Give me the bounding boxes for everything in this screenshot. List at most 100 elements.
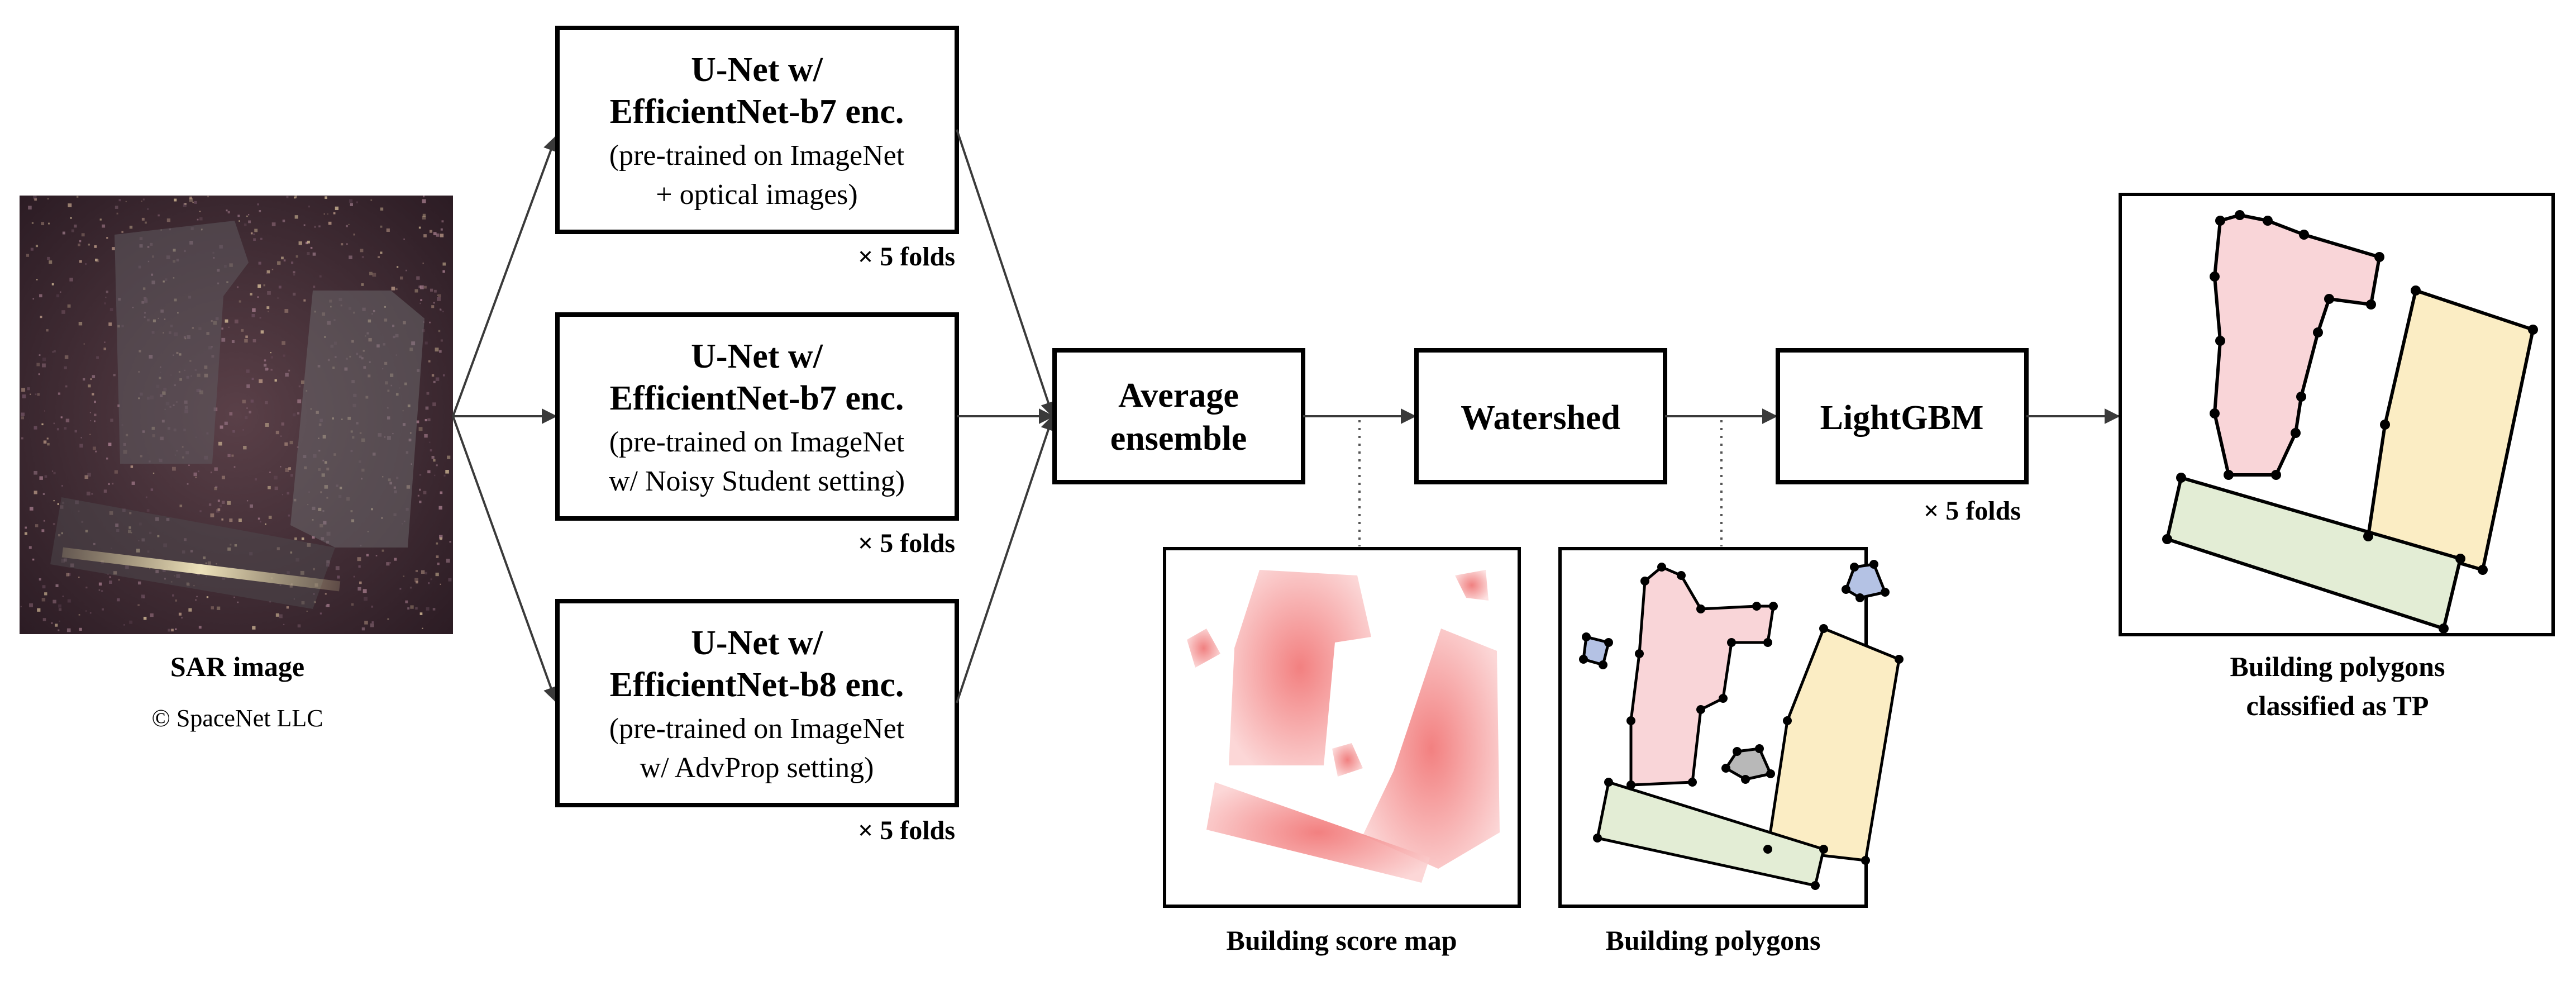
speckle xyxy=(131,481,135,485)
speckle xyxy=(298,241,302,245)
model-3-title-line1: U-Net w/ xyxy=(691,624,823,662)
speckle xyxy=(93,413,97,417)
speckle xyxy=(53,422,55,425)
speckle xyxy=(231,454,234,457)
vertex-dot xyxy=(1593,834,1602,843)
speckle xyxy=(52,351,54,353)
speckle xyxy=(266,273,268,274)
score-building-right xyxy=(1363,629,1500,869)
speckle xyxy=(59,291,61,293)
speckle xyxy=(39,476,43,480)
speckle xyxy=(66,573,70,577)
vertex-dot xyxy=(2291,428,2301,438)
speckle xyxy=(27,387,30,391)
speckle xyxy=(34,426,37,430)
speckle xyxy=(253,238,256,241)
speckle xyxy=(428,582,430,584)
speckle xyxy=(416,276,420,280)
speckle xyxy=(92,393,94,396)
speckle xyxy=(92,375,96,378)
speckle xyxy=(351,603,354,606)
speckle xyxy=(427,418,431,421)
model-2-title-line2: EfficientNet-b7 enc. xyxy=(610,379,904,417)
speckle xyxy=(361,256,364,259)
speckle xyxy=(370,199,373,201)
vertex-dot xyxy=(2478,565,2488,575)
speckle xyxy=(325,605,328,607)
speckle xyxy=(236,286,239,288)
speckle xyxy=(89,412,91,413)
vertex-dot xyxy=(2380,420,2390,430)
speckle xyxy=(254,229,258,232)
speckle xyxy=(42,618,46,621)
speckle xyxy=(85,610,87,612)
speckle xyxy=(150,488,154,491)
speckle xyxy=(197,470,199,473)
speckle xyxy=(327,213,328,215)
speckle xyxy=(440,583,441,586)
speckle xyxy=(95,258,98,261)
speckle xyxy=(244,223,247,226)
speckle xyxy=(424,572,427,575)
speckle xyxy=(64,366,67,369)
speckle xyxy=(125,201,127,202)
speckle xyxy=(293,292,296,296)
speckle xyxy=(94,401,96,403)
speckle xyxy=(43,520,45,522)
vertex-dot xyxy=(2210,408,2220,418)
building-polygons-panel xyxy=(1558,547,1904,908)
speckle xyxy=(274,379,277,382)
speckle xyxy=(361,627,365,631)
speckle xyxy=(146,509,150,512)
speckle xyxy=(237,215,240,217)
speckle xyxy=(369,272,373,275)
speckle xyxy=(435,377,440,381)
speckle xyxy=(429,321,431,323)
speckle xyxy=(88,384,91,388)
speckle xyxy=(67,599,71,603)
speckle xyxy=(109,308,113,311)
speckle xyxy=(301,537,304,540)
speckle xyxy=(257,517,260,520)
score-map-caption: Building score map xyxy=(1226,925,1457,956)
speckle xyxy=(41,423,44,426)
speckle xyxy=(380,225,383,228)
model-1-folds: × 5 folds xyxy=(858,242,955,272)
speckle xyxy=(283,623,285,625)
tp-caption-line2: classified as TP xyxy=(2246,690,2429,721)
speckle xyxy=(436,233,440,237)
speckle xyxy=(433,302,435,304)
speckle xyxy=(435,572,439,577)
speckle xyxy=(337,575,340,579)
vertex-dot xyxy=(2528,325,2538,335)
speckle xyxy=(449,541,451,543)
speckle xyxy=(431,455,435,459)
vertex-dot xyxy=(1721,764,1730,773)
speckle xyxy=(318,225,321,227)
vertex-dot xyxy=(1727,638,1736,647)
speckle xyxy=(414,578,418,582)
speckle xyxy=(112,247,115,250)
speckle xyxy=(439,535,443,539)
speckle xyxy=(244,339,248,343)
speckle xyxy=(257,203,259,206)
speckle xyxy=(433,232,437,236)
speckle xyxy=(36,363,40,367)
speckle xyxy=(440,491,443,494)
speckle xyxy=(96,259,99,263)
model-2-note-line2: w/ Noisy Student setting) xyxy=(609,465,905,497)
speckle xyxy=(117,598,120,602)
speckle xyxy=(55,623,58,627)
speckle xyxy=(105,296,107,298)
speckle xyxy=(359,581,362,584)
speckle xyxy=(293,274,295,276)
speckle xyxy=(312,536,315,539)
speckle xyxy=(208,503,212,506)
speckle xyxy=(141,594,145,598)
speckle xyxy=(445,470,449,474)
speckle xyxy=(199,211,201,212)
speckle xyxy=(226,210,228,212)
speckle xyxy=(90,378,92,380)
speckle xyxy=(437,297,441,301)
speckle xyxy=(41,363,46,368)
